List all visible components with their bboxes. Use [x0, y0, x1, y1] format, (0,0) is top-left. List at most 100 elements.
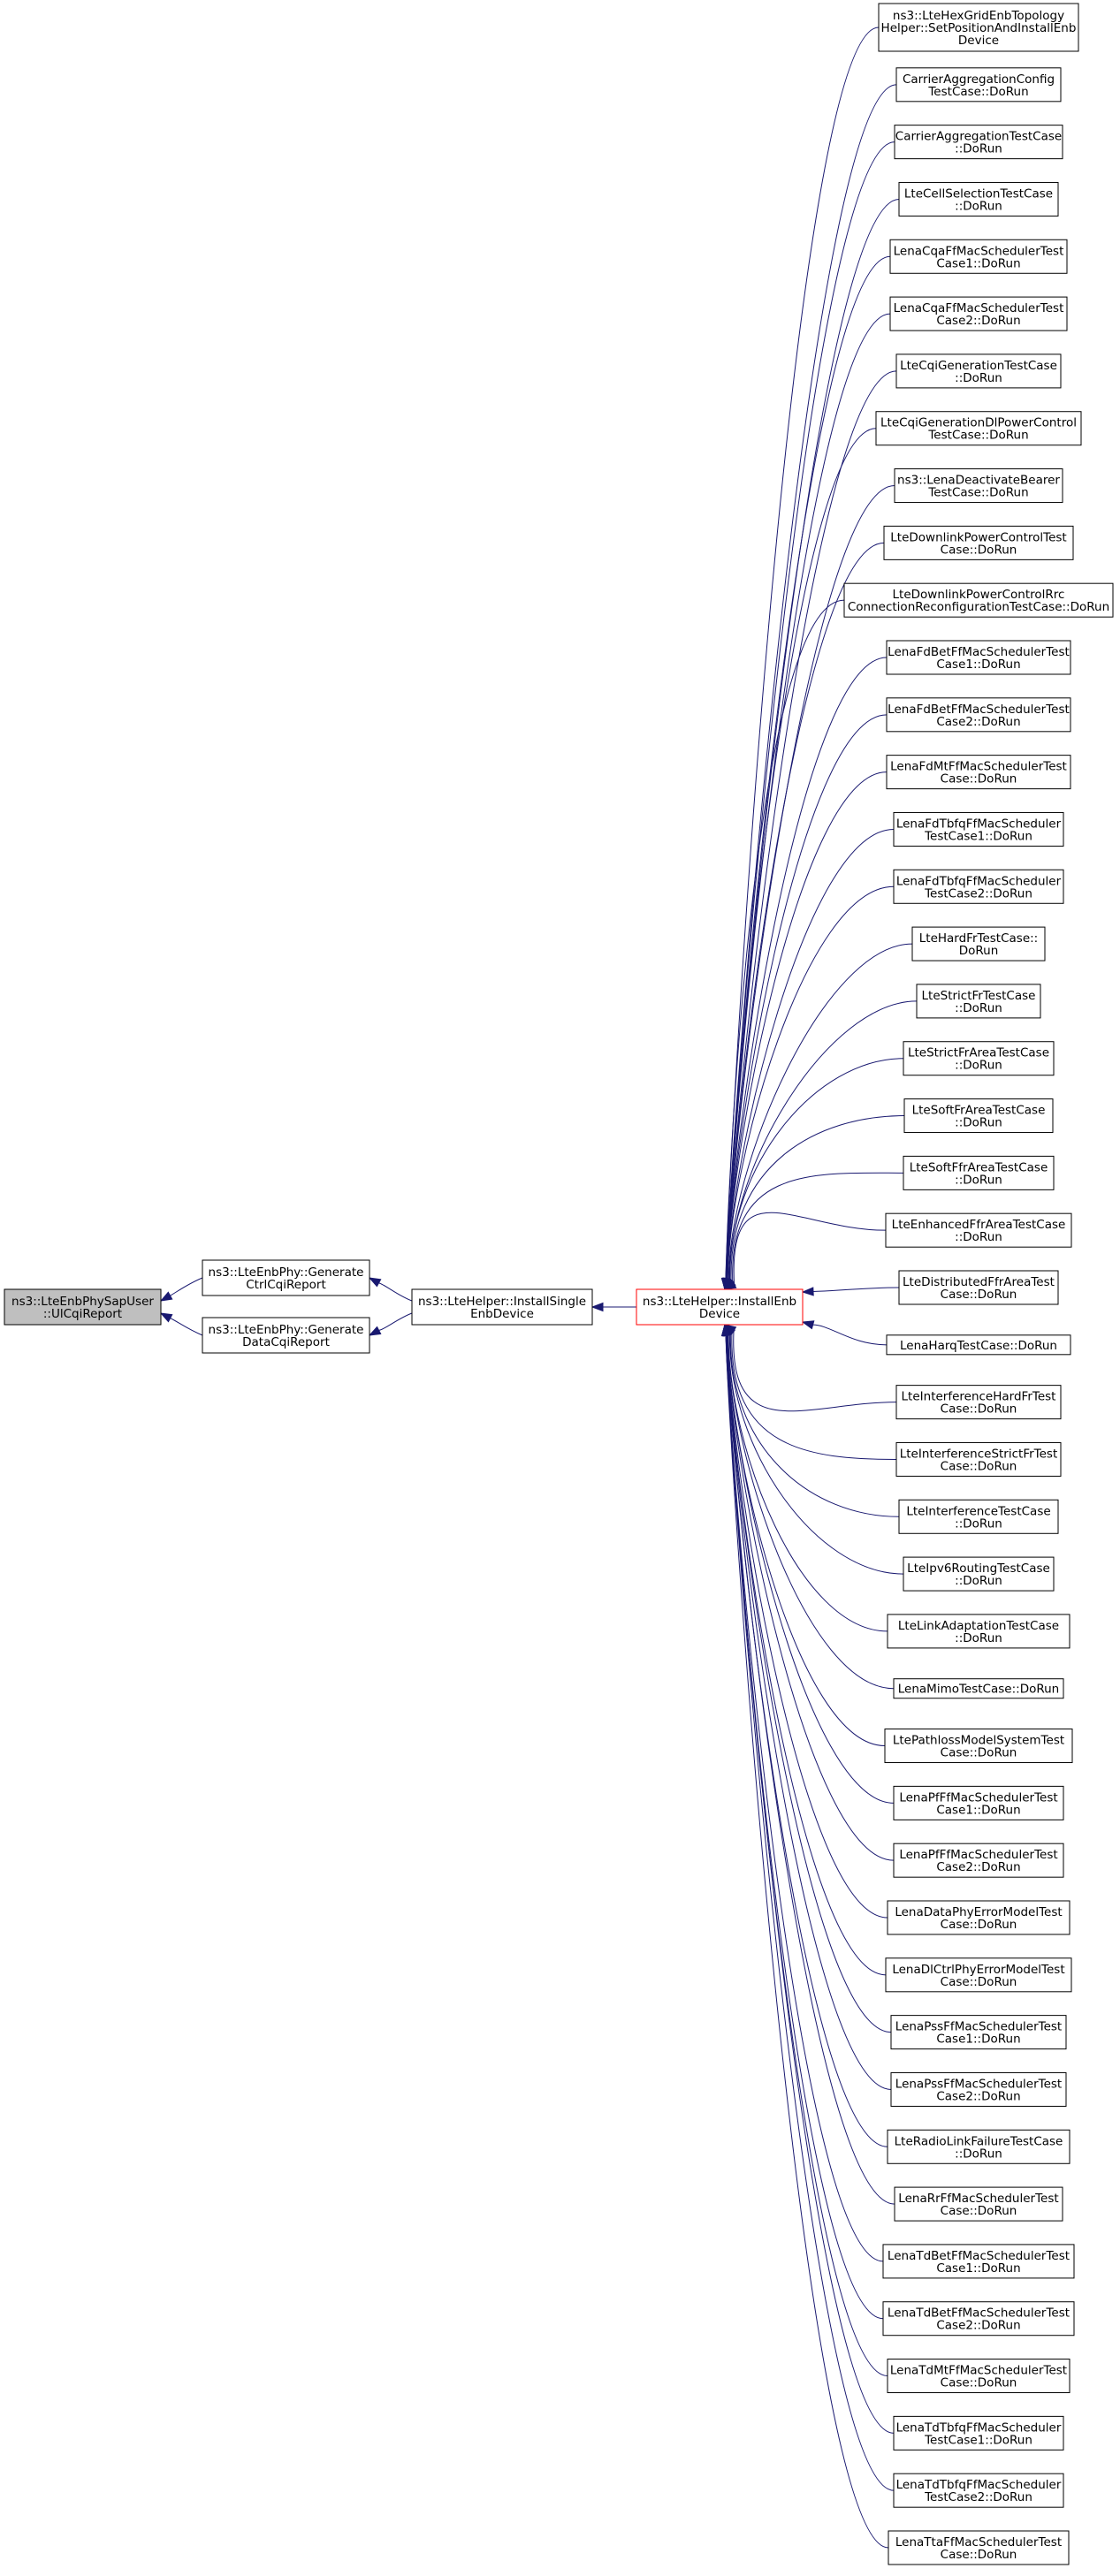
node-caller[interactable]: LteSoftFrAreaTestCase::DoRun: [903, 1098, 1054, 1134]
node-caller-label-line: Case1::DoRun: [936, 2261, 1020, 2276]
node-caller-label-line: LenaFdMtFfMacSchedulerTest: [890, 760, 1067, 774]
node-caller[interactable]: LteEnhancedFfrAreaTestCase::DoRun: [885, 1212, 1072, 1248]
node-caller-label-line: LenaTtaFfMacSchedulerTest: [895, 2535, 1062, 2549]
call-nodes: ns3::LteEnbPhySapUser::UlCqiReportns3::L…: [4, 3, 1114, 2565]
node-caller[interactable]: LteIpv6RoutingTestCase::DoRun: [903, 1556, 1055, 1592]
node-caller[interactable]: LenaMimoTestCase::DoRun: [893, 1678, 1064, 1699]
node-caller-box: [886, 640, 1071, 675]
node-caller-label-line: Device: [958, 34, 999, 48]
node-caller-box: [887, 1900, 1070, 1935]
node-caller-label-line: LenaMimoTestCase::DoRun: [898, 1683, 1060, 1697]
edge-caller-to-install: [726, 370, 897, 1280]
edge-caller-to-install: [725, 1334, 888, 2377]
edge-ctrl-to-root: [170, 1277, 203, 1296]
node-caller-label-line: LenaTdBetFfMacSchedulerTest: [888, 2249, 1070, 2263]
node-caller-label-line: TestCase::DoRun: [927, 85, 1028, 99]
node-caller-label-line: LteEnhancedFfrAreaTestCase: [892, 1218, 1066, 1232]
node-caller[interactable]: LteStrictFrTestCase::DoRun: [916, 984, 1041, 1019]
node-caller[interactable]: LteStrictFrAreaTestCase::DoRun: [903, 1041, 1055, 1076]
node-generate-data-cqi-report-box: [202, 1317, 370, 1354]
node-caller[interactable]: LteCellSelectionTestCase::DoRun: [898, 181, 1059, 217]
node-caller-label-line: LenaTdTbfqFfMacScheduler: [896, 2478, 1062, 2492]
edge-caller-to-install: [728, 1334, 904, 1575]
edge-caller-to-install: [729, 1058, 904, 1280]
node-caller-label-line: Case::DoRun: [941, 1459, 1017, 1473]
node-caller-label-line: Case::DoRun: [941, 2376, 1017, 2390]
edge-caller-to-install: [725, 255, 891, 1280]
node-caller-label-line: ConnectionReconfigurationTestCase::DoRun: [848, 600, 1109, 614]
node-caller-box: [894, 125, 1063, 160]
node-caller-box: [883, 525, 1074, 560]
node-caller[interactable]: LteDownlinkPowerControlRrcConnectionReco…: [843, 582, 1114, 618]
node-caller[interactable]: CarrierAggregationTestCase::DoRun: [894, 125, 1063, 160]
node-caller-box: [882, 2244, 1075, 2279]
node-caller[interactable]: LteCqiGenerationTestCase::DoRun: [895, 353, 1062, 389]
node-caller-box: [882, 2301, 1075, 2337]
node-caller-label-line: Case1::DoRun: [936, 1803, 1020, 1817]
node-caller-box: [893, 869, 1064, 904]
node-caller[interactable]: ns3::LteHexGridEnbTopologyHelper::SetPos…: [878, 3, 1079, 52]
edge-caller-to-install: [733, 1330, 897, 1412]
edge-caller-to-install: [727, 828, 895, 1280]
node-caller-label-line: LenaPssFfMacSchedulerTest: [895, 2077, 1062, 2091]
node-caller[interactable]: LteInterferenceTestCase::DoRun: [898, 1499, 1059, 1534]
node-caller-label-line: ::DoRun: [955, 1173, 1002, 1187]
node-caller-box: [903, 1155, 1055, 1190]
node-caller-label-line: LteRadioLinkFailureTestCase: [895, 2134, 1063, 2148]
edge-caller-to-install: [726, 1334, 895, 2205]
node-caller[interactable]: LteCqiGenerationDlPowerControlTestCase::…: [875, 411, 1082, 446]
edge-caller-to-install: [727, 885, 895, 1280]
node-caller-label-line: LteStrictFrTestCase: [922, 989, 1036, 1003]
node-caller[interactable]: LenaHarqTestCase::DoRun: [886, 1334, 1071, 1356]
node-caller-box: [886, 1334, 1071, 1356]
node-caller[interactable]: LteSoftFfrAreaTestCase::DoRun: [903, 1155, 1055, 1190]
node-ulcqireport-box: [4, 1288, 162, 1326]
node-caller-label-line: ::DoRun: [955, 142, 1002, 156]
node-caller-label-line: LenaDataPhyErrorModelTest: [895, 1905, 1062, 1919]
node-caller[interactable]: LteLinkAdaptationTestCase::DoRun: [887, 1614, 1070, 1649]
node-caller-box: [887, 2129, 1070, 2164]
node-caller-label-line: Helper::SetPositionAndInstallEnb: [881, 21, 1077, 35]
node-caller-label-line: TestCase2::DoRun: [924, 886, 1032, 900]
node-caller-label-line: Case2::DoRun: [936, 314, 1020, 328]
edge-caller-to-install: [725, 198, 900, 1280]
node-caller-label-line: LteSoftFrAreaTestCase: [912, 1104, 1046, 1118]
node-caller-box: [887, 2359, 1070, 2394]
edge-arrowhead: [801, 1320, 815, 1330]
node-caller-label-line: LenaRrFfMacSchedulerTest: [898, 2192, 1058, 2206]
node-caller[interactable]: LteRadioLinkFailureTestCase::DoRun: [887, 2129, 1070, 2164]
node-caller[interactable]: LteHardFrTestCase::DoRun: [911, 926, 1046, 961]
edge-caller-to-install: [726, 1334, 892, 2033]
